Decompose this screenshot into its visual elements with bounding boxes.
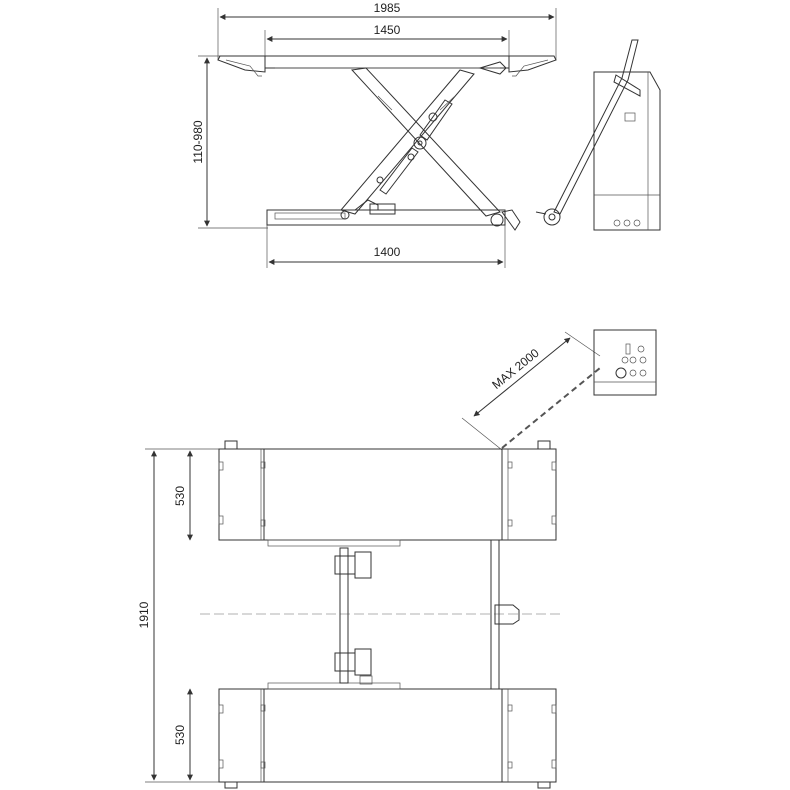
dimension-max-reach: MAX 2000 [461, 331, 601, 451]
platform-length-label: 1450 [374, 23, 401, 37]
dimension-height-range: 110-980 [191, 55, 268, 229]
overall-length-label: 1985 [374, 1, 401, 15]
base-length-label: 1400 [374, 245, 401, 259]
dimension-platform-width-top: 530 [173, 450, 193, 541]
dimension-platform-length: 1450 [264, 23, 510, 65]
dimension-overall-width: 1910 [137, 448, 225, 783]
scissor-mechanism [340, 67, 501, 217]
side-view: 1985 1450 110-980 1400 [191, 1, 661, 268]
platform-width-bottom-label: 530 [173, 725, 187, 745]
top-view: MAX 2000 1910 530 [137, 329, 657, 789]
max-reach-label: MAX 2000 [489, 346, 542, 392]
platform-width-top-label: 530 [173, 486, 187, 506]
dimension-base-length: 1400 [266, 225, 506, 268]
platform-bottom [218, 682, 557, 789]
dimension-overall-length: 1985 [217, 1, 557, 60]
overall-width-label: 1910 [137, 601, 151, 628]
height-range-label: 110-980 [191, 120, 205, 163]
lift-platform-side [217, 55, 557, 77]
platform-top [218, 440, 557, 547]
frame-connectors [334, 539, 520, 690]
lift-base-side [266, 199, 521, 231]
control-cabinet-side [535, 39, 661, 231]
control-box-top [593, 329, 657, 396]
dimension-platform-width-bottom: 530 [173, 688, 193, 781]
